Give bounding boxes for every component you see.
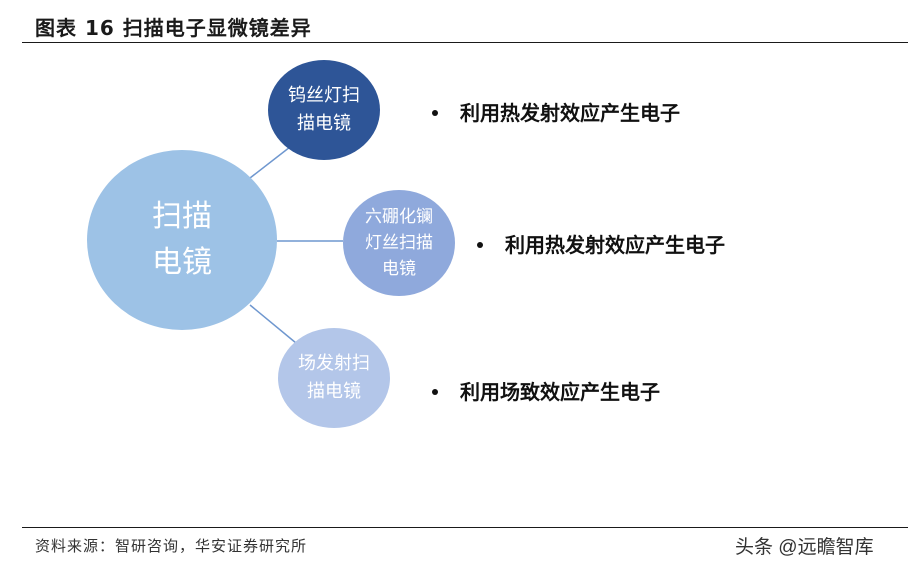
source-note: 资料来源：智研咨询，华安证券研究所	[35, 537, 308, 555]
bullet-item-1: 利用热发射效应产生电子	[432, 97, 680, 126]
bullet-item-3: 利用场致效应产生电子	[432, 376, 660, 405]
bullet-dot-icon	[477, 241, 483, 248]
node-1-label-line-1: 钨丝灯扫	[288, 85, 360, 106]
figure-title: 图表 16 扫描电子显微镜差异	[35, 16, 312, 40]
bullet-text-3: 利用场致效应产生电子	[460, 380, 660, 404]
center-node-label-line-2: 电镜	[152, 245, 212, 280]
node-2-label-line-2: 灯丝扫描	[365, 233, 433, 253]
node-lab6-sem: 六硼化镧 灯丝扫描 电镜	[343, 190, 455, 296]
connector-to-node-1	[249, 146, 291, 179]
node-1-label-line-2: 描电镜	[297, 113, 351, 134]
node-3-label-line-2: 描电镜	[307, 381, 361, 402]
node-2-label-line-3: 电镜	[382, 259, 416, 279]
node-field-emission-sem: 场发射扫 描电镜	[278, 328, 390, 428]
center-node-scanning-em: 扫描 电镜	[87, 150, 277, 330]
bullet-text-1: 利用热发射效应产生电子	[460, 101, 680, 125]
bullet-item-2: 利用热发射效应产生电子	[477, 229, 725, 258]
node-2-label-line-1: 六硼化镧	[365, 207, 433, 227]
title-divider	[22, 42, 908, 43]
bullet-dot-icon	[432, 109, 438, 116]
node-tungsten-sem: 钨丝灯扫 描电镜	[268, 60, 380, 160]
center-node-label-line-1: 扫描	[152, 199, 212, 234]
watermark-text: 头条 @远瞻智库	[735, 537, 874, 558]
node-3-label-line-1: 场发射扫	[298, 353, 370, 374]
bullet-dot-icon	[432, 388, 438, 395]
connector-to-node-3	[249, 304, 297, 344]
bullet-text-2: 利用热发射效应产生电子	[505, 233, 725, 257]
source-divider	[22, 527, 908, 528]
